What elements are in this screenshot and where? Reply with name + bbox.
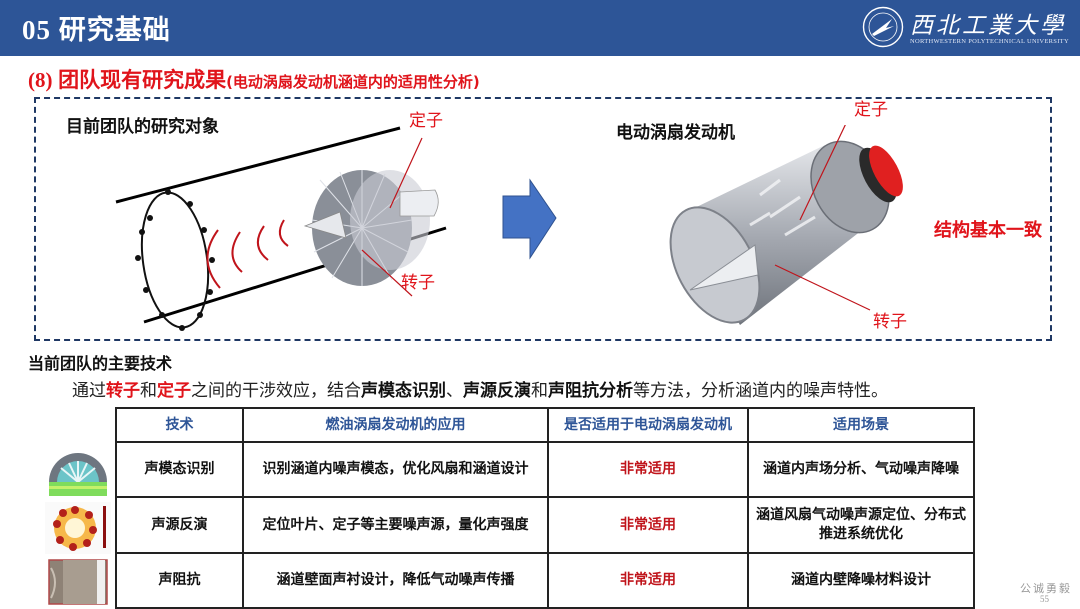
stator-label-right: 定子 [854,100,888,120]
table-row: 声源反演 定位叶片、定子等主要噪声源，量化声强度 非常适用 涵道风扇气动噪声源定… [115,496,975,554]
desc-stator: 定子 [157,381,191,401]
technologies-description: 通过转子和定子之间的干涉效应，结合声模态识别、声源反演和声阻抗分析等方法，分析涵… [72,376,888,401]
structure-conclusion: 结构基本一致 [934,220,1042,241]
right-arrow-icon [502,178,557,260]
acoustic-liner-thumbnail [48,559,108,605]
desc-mode-identification: 声模态识别 [361,381,446,401]
source-map-thumbnail [45,502,111,554]
technologies-table: 技术 燃油涡扇发动机的应用 是否适用于电动涡扇发动机 适用场景 声模态识别 识别… [115,407,975,609]
stator-label-left: 定子 [409,111,443,131]
subtitle-number: (8) [28,68,53,92]
desc-rotor: 转子 [106,381,140,401]
cell-application: 定位叶片、定子等主要噪声源，量化声强度 [242,496,549,554]
cell-technique: 声阻抗 [115,552,244,609]
cell-scenario: 涵道内壁降噪材料设计 [747,552,975,609]
comparison-panel [34,97,1052,341]
university-name-en: NORTHWESTERN POLYTECHNICAL UNIVERSITY [910,38,1069,45]
university-name-cn: 西北工業大學 [910,13,1066,39]
table-header-row: 技术 燃油涡扇发动机的应用 是否适用于电动涡扇发动机 适用场景 [115,407,975,443]
rotor-label-right: 转子 [873,312,907,332]
desc-text: 通过 [72,381,106,401]
cell-applicable: 非常适用 [547,552,749,609]
university-logo: 西北工業大學 NORTHWESTERN POLYTECHNICAL UNIVER… [862,4,1072,50]
header-applicable-electric: 是否适用于电动涡扇发动机 [547,407,749,443]
fan-rotor [303,170,439,286]
cell-scenario: 涵道内声场分析、气动噪声降噪 [747,441,975,498]
cell-application: 涵道壁面声衬设计，降低气动噪声传播 [242,552,549,609]
desc-text: 之间的干涉效应，结合 [191,381,361,401]
table-row: 声阻抗 涵道壁面声衬设计，降低气动噪声传播 非常适用 涵道内壁降噪材料设计 [115,552,975,609]
page-title: 05 研究基础 [22,15,171,45]
research-object-title: 目前团队的研究对象 [66,117,219,137]
cell-technique: 声模态识别 [115,441,244,498]
table-row: 声模态识别 识别涵道内噪声模态，优化风扇和涵道设计 非常适用 涵道内声场分析、气… [115,441,975,498]
university-motto: 公诚勇毅 [1020,582,1072,595]
subtitle-parenthetical: (电动涡扇发动机涵道内的适用性分析) [226,73,480,91]
cell-applicable: 非常适用 [547,441,749,498]
header-bar: 05 研究基础 西北工業大學 NORTHWESTERN POLYTECHNICA… [0,0,1080,56]
subtitle-main: 团队现有研究成果 [58,68,227,92]
rotor-label-left: 转子 [401,273,435,293]
section-subtitle: (8) 团队现有研究成果(电动涡扇发动机涵道内的适用性分析) [28,64,480,94]
cell-technique: 声源反演 [115,496,244,554]
cell-scenario: 涵道风扇气动噪声源定位、分布式推进系统优化 [747,496,975,554]
cell-application: 识别涵道内噪声模态，优化风扇和涵道设计 [242,441,549,498]
cell-applicable: 非常适用 [547,496,749,554]
main-technologies-heading: 当前团队的主要技术 [28,354,173,373]
header-scenario: 适用场景 [747,407,975,443]
duct-fan-diagram [115,126,447,331]
desc-text: 、 [446,381,463,401]
desc-text: 和 [140,381,157,401]
desc-source-inversion: 声源反演 [463,381,531,401]
header-fuel-turbofan-application: 燃油涡扇发动机的应用 [242,407,549,443]
electric-ducted-fan-image [669,125,903,325]
desc-impedance-analysis: 声阻抗分析 [548,381,633,401]
electric-turbofan-title: 电动涡扇发动机 [616,123,735,143]
header-technique: 技术 [115,407,244,443]
university-seal-icon [862,6,904,48]
page-number: 55 [1040,594,1049,604]
fan-mode-thumbnail [49,453,107,496]
desc-text: 等方法，分析涵道内的噪声特性。 [633,381,888,401]
desc-text: 和 [531,381,548,401]
